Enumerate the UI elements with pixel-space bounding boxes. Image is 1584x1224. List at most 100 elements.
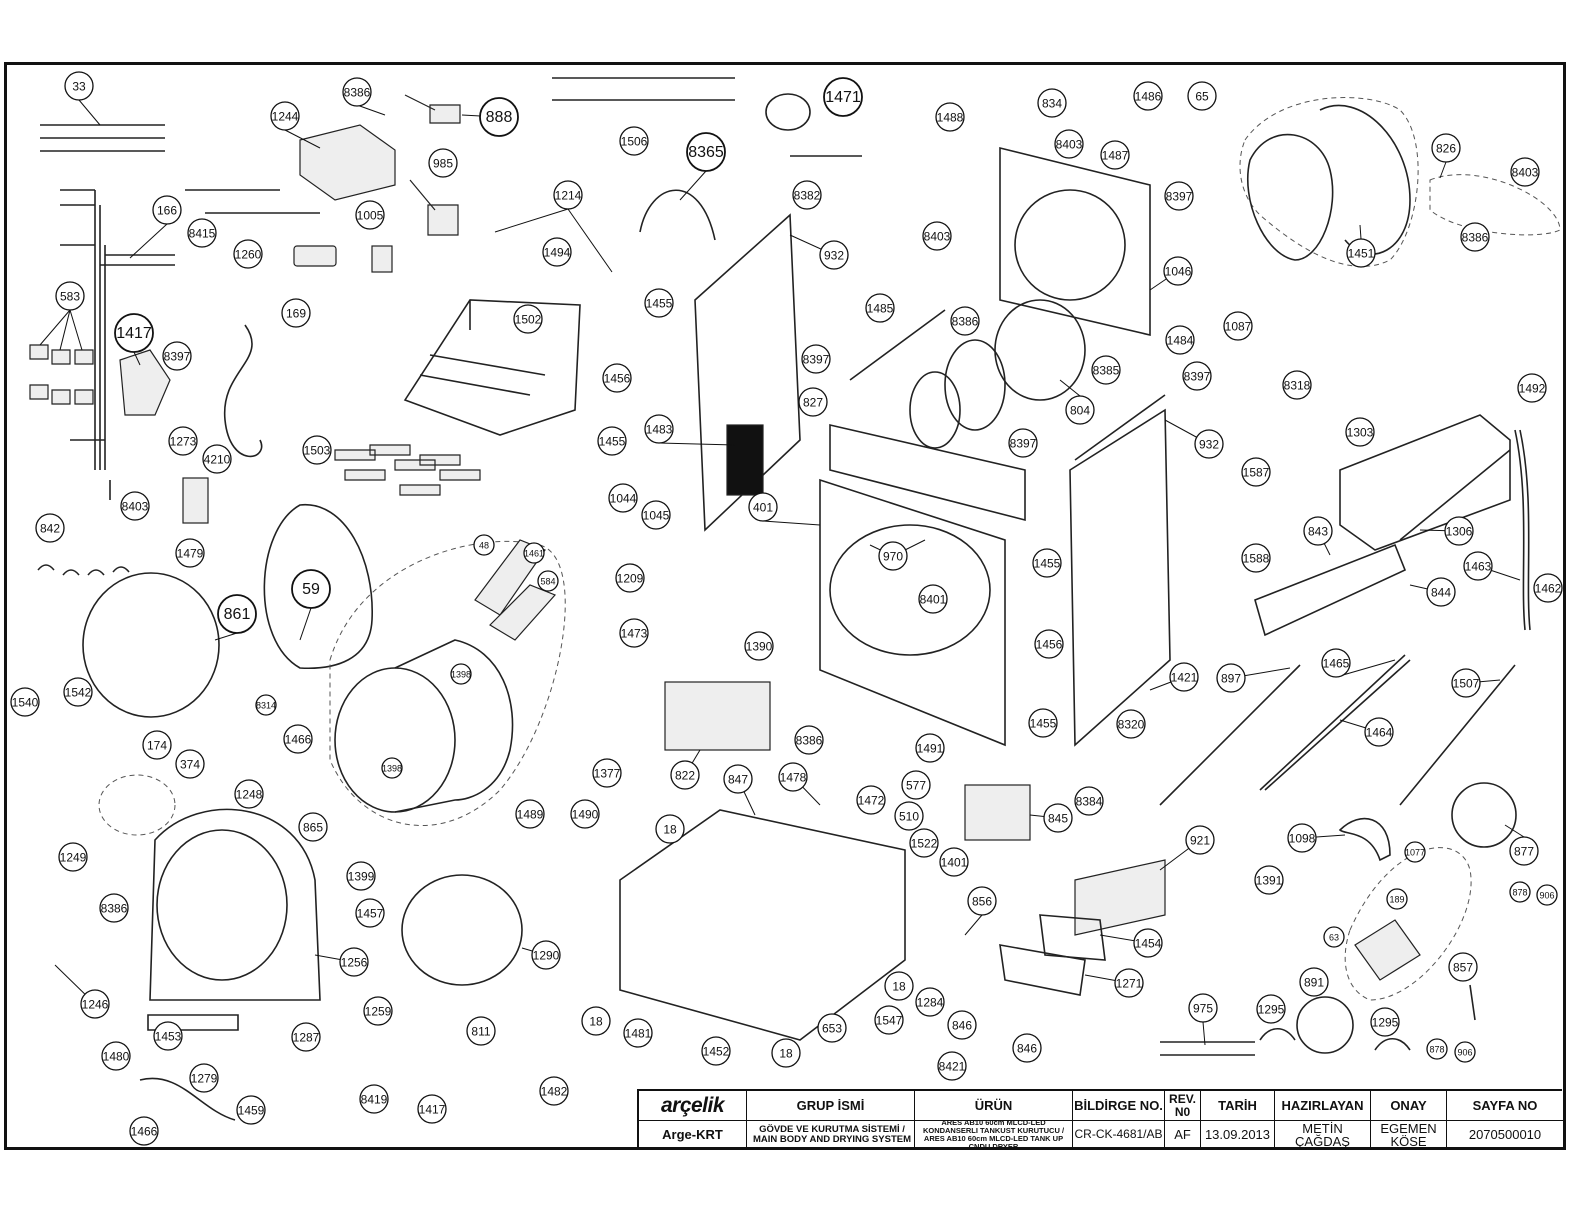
callout-circle xyxy=(1451,668,1481,698)
callout-number: 1540 xyxy=(12,696,39,710)
callout-577: 577 xyxy=(901,770,931,800)
callout-number: 8397 xyxy=(1184,370,1211,384)
bracket-1244 xyxy=(299,124,396,201)
callout-1454: 1454 xyxy=(1133,928,1163,958)
drum-shell-1398 xyxy=(394,639,514,813)
callout-circle xyxy=(381,757,403,779)
callout-circle xyxy=(473,534,495,556)
callout-number: 906 xyxy=(1457,1048,1472,1058)
callout-1494: 1494 xyxy=(542,237,572,267)
callout-circle xyxy=(298,812,328,842)
callout-circle xyxy=(1216,663,1246,693)
callout-circle xyxy=(615,563,645,593)
callout-circle xyxy=(874,1005,904,1035)
callout-number: 970 xyxy=(883,550,903,564)
callout-1478: 1478 xyxy=(778,762,808,792)
callout-1273: 1273 xyxy=(168,426,198,456)
belt-861 xyxy=(82,572,220,718)
callout-826: 826 xyxy=(1431,133,1461,163)
callout-circle xyxy=(355,898,385,928)
product-value: ARES AB10 60cm MLCD-LED KONDANSERLI TANK… xyxy=(915,1121,1073,1149)
callout-circle xyxy=(450,663,472,685)
leader-line xyxy=(129,223,168,259)
callout-circle xyxy=(63,677,93,707)
callout-circle xyxy=(894,801,924,831)
rail-1485 xyxy=(849,309,946,381)
callout-822: 822 xyxy=(670,760,700,790)
callout-circle xyxy=(537,570,559,592)
motor-assembly xyxy=(1354,919,1421,981)
callout-circle xyxy=(466,1016,496,1046)
callout-circle xyxy=(597,426,627,456)
callout-circle xyxy=(531,940,561,970)
callout-8397: 8397 xyxy=(162,341,192,371)
callout-circle xyxy=(64,71,94,101)
callout-number: 166 xyxy=(157,204,177,218)
callout-circle xyxy=(602,363,632,393)
callout-number: 906 xyxy=(1539,891,1554,901)
callout-1295: 1295 xyxy=(1370,1007,1400,1037)
callout-circle xyxy=(302,435,332,465)
callout-circle xyxy=(1065,395,1095,425)
tubes-897-1464-1465-1507 xyxy=(1159,654,1516,806)
callout-circle xyxy=(1054,129,1084,159)
callout-number: 8320 xyxy=(1118,718,1145,732)
callout-number: 1271 xyxy=(1116,977,1143,991)
title-block: arçelik GRUP İSMİ ÜRÜN BİLDİRGE NO. REV.… xyxy=(637,1089,1564,1149)
callout-circle xyxy=(129,1116,159,1146)
callout-circle xyxy=(798,387,828,417)
duct-1098 xyxy=(1338,817,1391,862)
callout-921: 921 xyxy=(1185,825,1215,855)
cable-169 xyxy=(223,324,263,458)
callout-584: 584 xyxy=(537,570,559,592)
callout-1279: 1279 xyxy=(189,1063,219,1093)
callout-number: 8397 xyxy=(803,353,830,367)
callout-1456: 1456 xyxy=(602,363,632,393)
callout-circle xyxy=(819,240,849,270)
callout-8365: 8365 xyxy=(686,132,726,172)
header-page-no: SAYFA NO xyxy=(1447,1091,1564,1121)
callout-circle xyxy=(655,814,685,844)
callout-circle xyxy=(641,500,671,530)
callout-number: 1455 xyxy=(1034,557,1061,571)
callout-circle xyxy=(217,594,257,634)
hoses-1462-1463 xyxy=(1514,429,1531,631)
leader-line xyxy=(39,309,71,346)
callout-circle xyxy=(644,288,674,318)
gasket-1451-outer xyxy=(1319,104,1411,255)
callout-number: 865 xyxy=(303,821,323,835)
leader-line xyxy=(299,607,312,641)
callout-circle xyxy=(168,426,198,456)
callout-1417: 1417 xyxy=(114,313,154,353)
callout-number: 1421 xyxy=(1171,671,1198,685)
callout-circle xyxy=(1444,516,1474,546)
callout-number: 1486 xyxy=(1135,90,1162,104)
callout-1295: 1295 xyxy=(1256,994,1286,1024)
callout-number: 18 xyxy=(892,980,906,994)
callout-circle xyxy=(1091,355,1121,385)
callout-827: 827 xyxy=(798,387,828,417)
callout-circle xyxy=(723,764,753,794)
callout-circle xyxy=(1163,256,1193,286)
rear-panel-1046 xyxy=(999,146,1151,337)
leader-line xyxy=(78,99,101,126)
callout-166: 166 xyxy=(152,195,182,225)
callout-number: 1542 xyxy=(65,686,92,700)
callout-1390: 1390 xyxy=(744,631,774,661)
leader-line xyxy=(1335,659,1396,678)
callout-circle xyxy=(1370,1007,1400,1037)
callout-number: 1491 xyxy=(917,742,944,756)
prepared-by-value: METİN ÇAĞDAŞ xyxy=(1275,1121,1371,1149)
callout-8403: 8403 xyxy=(922,221,952,251)
callout-number: 1417 xyxy=(419,1103,446,1117)
label-1483 xyxy=(726,424,764,496)
callout-number: 1295 xyxy=(1258,1003,1285,1017)
callout-1098: 1098 xyxy=(1287,823,1317,853)
callout-1480: 1480 xyxy=(101,1041,131,1071)
callout-number: 1488 xyxy=(937,111,964,125)
callout-8385: 8385 xyxy=(1091,355,1121,385)
callout-number: 8397 xyxy=(164,350,191,364)
brand-logo: arçelik xyxy=(639,1091,747,1121)
callout-1489: 1489 xyxy=(515,799,545,829)
callout-number: 653 xyxy=(822,1022,842,1036)
